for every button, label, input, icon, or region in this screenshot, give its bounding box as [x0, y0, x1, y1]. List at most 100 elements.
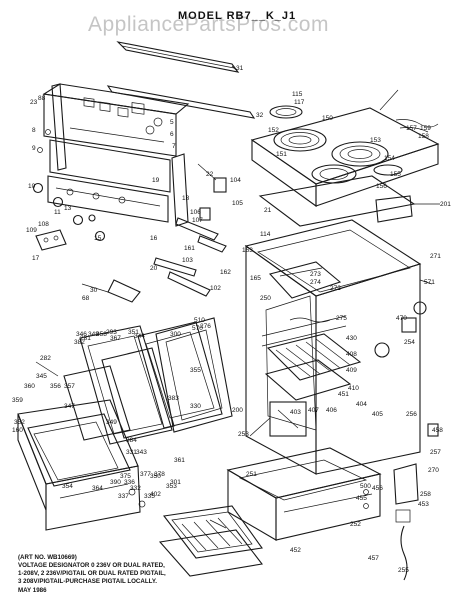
part-label: 347: [64, 403, 75, 410]
voltage-note-line2: 1-208V, 2 236V/PIGTAIL OR DUAL RATED PIG…: [18, 570, 166, 577]
part-label: 367: [110, 335, 121, 342]
part-label: 377: [140, 471, 151, 478]
part-label: 151: [276, 151, 287, 158]
part-label: 350: [150, 473, 161, 480]
part-label: 102: [210, 285, 221, 292]
part-label: 355: [190, 367, 201, 374]
part-label: 282: [40, 355, 51, 362]
part-label: 364: [92, 485, 103, 492]
part-label: 407: [308, 407, 319, 414]
part-label: 406: [326, 407, 337, 414]
part-label: 500: [360, 483, 371, 490]
fasteners: [37, 129, 369, 509]
part-label: 17: [32, 255, 40, 262]
part-label: 330: [190, 403, 201, 410]
part-label: 163: [242, 247, 253, 254]
oven-rack: [264, 333, 362, 401]
part-label: 5: [170, 119, 174, 126]
part-label: 276: [200, 323, 211, 330]
part-label: 337: [118, 493, 129, 500]
art-number: (ART NO. WB10669): [18, 554, 77, 561]
part-label: 375: [120, 473, 131, 480]
part-label: 201: [440, 201, 451, 208]
part-label: 115: [292, 91, 303, 98]
part-label: 457: [368, 555, 379, 562]
wiring: [395, 119, 439, 133]
part-label: 258: [420, 491, 431, 498]
part-label: 384: [126, 437, 137, 444]
part-label: 161: [184, 245, 195, 252]
broiler-pan: [158, 505, 263, 577]
side-trim: [51, 83, 67, 171]
part-label: 343: [136, 449, 147, 456]
part-label: 383: [168, 395, 179, 402]
part-label: 281: [80, 335, 91, 342]
part-label: 335: [144, 493, 155, 500]
part-label: 114: [260, 231, 271, 238]
part-label: 157: [406, 125, 417, 132]
part-label: 108: [38, 221, 49, 228]
part-label: 103: [182, 257, 193, 264]
knobs: [32, 182, 106, 242]
part-label: 109: [26, 227, 37, 234]
model-title: MODEL RB7__K_J1: [178, 10, 297, 22]
control-panel: [42, 83, 190, 157]
part-label: 360: [24, 383, 35, 390]
oven-door: [17, 399, 141, 531]
part-label: 356: [50, 383, 61, 390]
part-label: 453: [418, 501, 429, 508]
part-label: 255: [398, 567, 409, 574]
part-label: 271: [430, 253, 441, 260]
part-label: 9: [32, 145, 36, 152]
burner-pan: [258, 175, 416, 227]
clock-module: [35, 229, 67, 251]
part-label: 331: [126, 449, 137, 456]
part-label: 117: [294, 99, 305, 106]
terminal-block: [393, 423, 439, 581]
part-label: 22: [206, 171, 214, 178]
part-label: 10: [28, 183, 36, 190]
part-label: 348: [88, 331, 99, 338]
part-label: 351: [128, 329, 139, 336]
part-label: 154: [384, 155, 395, 162]
part-label: 254: [404, 339, 415, 346]
part-label: 361: [174, 457, 185, 464]
part-label: 451: [338, 391, 349, 398]
part-label: 352: [14, 419, 25, 426]
part-label: 409: [346, 367, 357, 374]
part-label: 155: [390, 171, 401, 178]
part-label: 105: [232, 200, 243, 207]
part-label: 275: [336, 315, 347, 322]
part-label: 456: [372, 485, 383, 492]
lower-control-panel: [47, 139, 171, 223]
part-label: 345: [36, 373, 47, 380]
part-label: 153: [370, 137, 381, 144]
part-label: 354: [62, 483, 73, 490]
part-label: 358: [96, 331, 107, 338]
part-label: 272: [330, 285, 341, 292]
part-label: 270: [428, 467, 439, 474]
part-label: 301: [170, 479, 181, 486]
part-label: 570: [192, 325, 203, 332]
part-label: 571: [424, 279, 435, 286]
part-label: 150: [322, 115, 333, 122]
part-label: 106: [190, 209, 201, 216]
part-number-labels: 31 32 88 8 9 5 6 7 10 11 13 15 16 17 18 …: [12, 65, 451, 574]
part-label: 88: [38, 95, 46, 102]
part-label: 357: [64, 383, 75, 390]
part-label: 458: [432, 427, 443, 434]
part-label: 353: [166, 483, 177, 490]
part-label: 410: [348, 385, 359, 392]
part-label: 160: [12, 427, 23, 434]
thermostat: [374, 301, 427, 358]
part-label: 250: [260, 295, 271, 302]
part-label: 252: [350, 521, 361, 528]
end-bracket: [171, 153, 189, 227]
part-label: 6: [170, 131, 174, 138]
watermark: AppliancePartsPros.com: [88, 13, 329, 36]
part-label: 152: [268, 127, 279, 134]
part-label: 300: [170, 331, 181, 338]
part-label: 332: [130, 485, 141, 492]
part-label: 359: [12, 397, 23, 404]
